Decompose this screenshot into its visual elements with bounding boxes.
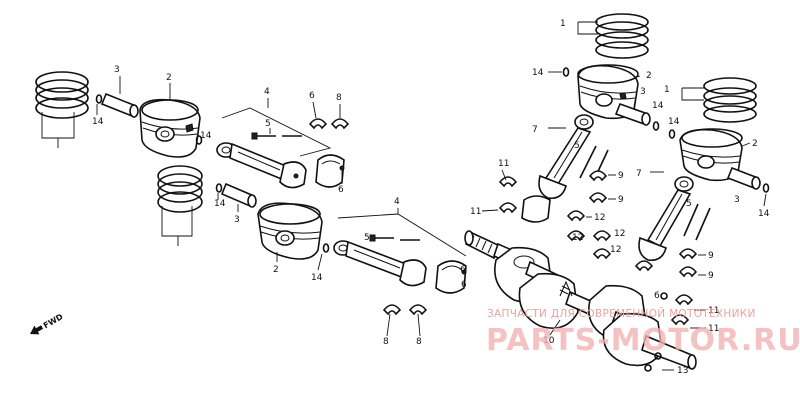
label-11-crank: 11	[470, 207, 481, 217]
label-14-right-c: 14	[758, 209, 770, 219]
label-7-right-upper: 7	[532, 125, 538, 135]
label-2-right: 2	[752, 139, 758, 149]
label-2-lower-left: 2	[273, 265, 279, 275]
label-4-upper: 4	[264, 87, 270, 97]
label-11-left: 11	[498, 159, 509, 169]
label-2-upper-left: 2	[166, 73, 172, 83]
label-5-upper: 5	[265, 119, 271, 129]
label-1-upper-right: 1	[560, 19, 566, 29]
label-6-lower-b: 6	[461, 280, 467, 290]
label-6-upper-cap: 6	[338, 185, 344, 195]
connecting-rod-right-lower	[638, 176, 694, 262]
piston-lower-left	[257, 202, 323, 260]
watermark-tagline: ЗАПЧАСТИ ДЛЯ СОВРЕМЕННОЙ МОТОТЕХНИКИ	[487, 307, 756, 320]
label-11-right-b: 11	[708, 324, 719, 334]
piston-ring-set-upper-left	[35, 71, 89, 119]
rod-bolts-lower	[369, 234, 420, 242]
label-9-a: 9	[618, 171, 624, 181]
bearing-shells-upper-middle	[308, 118, 350, 130]
piston-pin-upper-left	[100, 92, 139, 118]
label-4-lower: 4	[394, 197, 400, 207]
piston-ring-set-lower-left	[157, 165, 203, 213]
label-5-right-lower: 5	[686, 199, 692, 209]
piston-pin-lower-left	[220, 182, 257, 208]
label-14-lower-left-b: 14	[311, 273, 323, 283]
connecting-rod-upper-middle	[216, 142, 307, 189]
label-6-upper: 6	[309, 91, 315, 101]
label-12-d: 12	[610, 245, 621, 255]
label-14-right-a: 14	[652, 101, 664, 111]
label-12-a: 12	[594, 213, 605, 223]
bearing-shells-right	[498, 170, 698, 326]
label-3-upper-right: 3	[640, 87, 646, 97]
label-14-mid-left: 14	[200, 131, 212, 141]
rod-cap-right-upper	[521, 195, 551, 223]
label-6-lower: 6	[460, 265, 466, 275]
label-1-right: 1	[664, 85, 670, 95]
label-3-right: 3	[734, 195, 740, 205]
fwd-arrow-icon: FWD	[30, 312, 65, 335]
label-2-upper-right: 2	[646, 71, 652, 81]
label-9-d: 9	[708, 271, 714, 281]
label-14-right-b: 14	[668, 117, 680, 127]
label-11-right-a: 11	[708, 306, 719, 316]
label-9-b: 9	[618, 195, 624, 205]
piston-upper-left	[139, 98, 201, 158]
crankshaft	[464, 230, 697, 370]
label-14-lower-left-a: 14	[214, 199, 226, 209]
label-13: 13	[677, 366, 688, 376]
rod-cap-upper-middle	[315, 154, 345, 188]
rod-bolts-right-lower	[683, 203, 711, 241]
label-12-b: 12	[572, 233, 583, 243]
connecting-rod-lower-middle	[333, 240, 427, 287]
label-3-lower-left: 3	[234, 215, 240, 225]
label-14-upper-right: 14	[532, 68, 544, 78]
label-12-c: 12	[614, 229, 625, 239]
piston-pin-upper-right	[614, 102, 651, 126]
rod-cap-lower-middle	[435, 260, 467, 294]
label-6-crank: 6	[654, 291, 660, 301]
label-10: 10	[543, 336, 555, 346]
label-8-lower-b: 8	[416, 337, 422, 347]
label-5-lower: 5	[364, 233, 370, 243]
piston-ring-set-upper-right	[595, 13, 649, 59]
bearing-shells-lower-middle	[382, 304, 428, 316]
label-8-lower-a: 8	[383, 337, 389, 347]
rod-bolts-upper	[251, 132, 302, 140]
label-14-upper-left: 14	[92, 117, 104, 127]
fwd-label: FWD	[42, 312, 65, 330]
piston-pin-right	[726, 166, 761, 190]
watermark-logo: PARTS-MOTOR.RU	[486, 323, 800, 358]
label-7-right-lower: 7	[636, 169, 642, 179]
label-3-upper-left: 3	[114, 65, 120, 75]
connecting-rod-right-upper	[538, 114, 594, 200]
label-9-c: 9	[708, 251, 714, 261]
piston-ring-set-right	[703, 77, 757, 123]
label-8-upper: 8	[336, 93, 342, 103]
label-5-right-upper: 5	[574, 141, 580, 151]
